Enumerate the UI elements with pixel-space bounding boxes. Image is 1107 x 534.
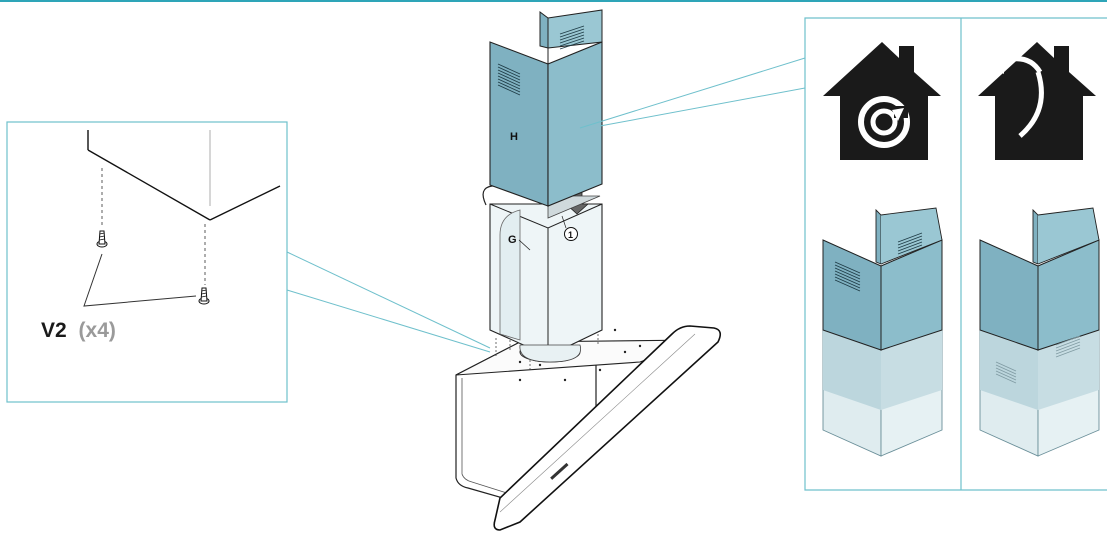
hood-assembly: G 1 bbox=[455, 9, 806, 531]
option-leader-top bbox=[579, 57, 806, 129]
screw-pointer bbox=[83, 253, 197, 307]
vent-grille bbox=[497, 63, 521, 96]
detail-frame bbox=[6, 121, 288, 403]
screw-v2 bbox=[96, 230, 108, 248]
detail-leader-bottom bbox=[286, 289, 491, 353]
hood-brand-plate bbox=[550, 462, 569, 480]
chimney-recirculation-option bbox=[822, 207, 943, 457]
step-1-number: 1 bbox=[568, 230, 573, 240]
screw-v2 bbox=[198, 287, 210, 305]
detail-panel: V2 (x4) bbox=[6, 121, 491, 403]
house-recirculation-icon bbox=[823, 42, 941, 160]
hood-corner-edge bbox=[87, 149, 211, 221]
vent-grille bbox=[559, 25, 585, 50]
detail-leader-top bbox=[286, 251, 491, 349]
screw-quantity: (x4) bbox=[79, 319, 116, 342]
mounting-holes bbox=[518, 328, 642, 382]
part-h-label: H bbox=[510, 131, 518, 143]
screw-code: V2 bbox=[41, 319, 67, 342]
vent-grille bbox=[834, 232, 923, 292]
hood-corner-edge bbox=[209, 185, 281, 221]
house-extraction-icon bbox=[978, 42, 1096, 160]
option-leader-bottom bbox=[599, 87, 806, 127]
chimney-lower: G 1 bbox=[482, 185, 603, 363]
chimney-extraction-option bbox=[979, 207, 1100, 457]
step-1-leader bbox=[561, 215, 567, 229]
glass-panel bbox=[493, 325, 722, 531]
mode-options-panel bbox=[804, 17, 1107, 491]
part-g-leader bbox=[518, 239, 531, 251]
options-frame bbox=[804, 17, 1107, 491]
vent-grille bbox=[995, 335, 1081, 384]
screw-label: V2 (x4) bbox=[41, 319, 116, 342]
part-g-label: G bbox=[508, 234, 517, 246]
chimney-upper-h: H bbox=[489, 9, 603, 207]
step-1-badge bbox=[564, 227, 578, 241]
